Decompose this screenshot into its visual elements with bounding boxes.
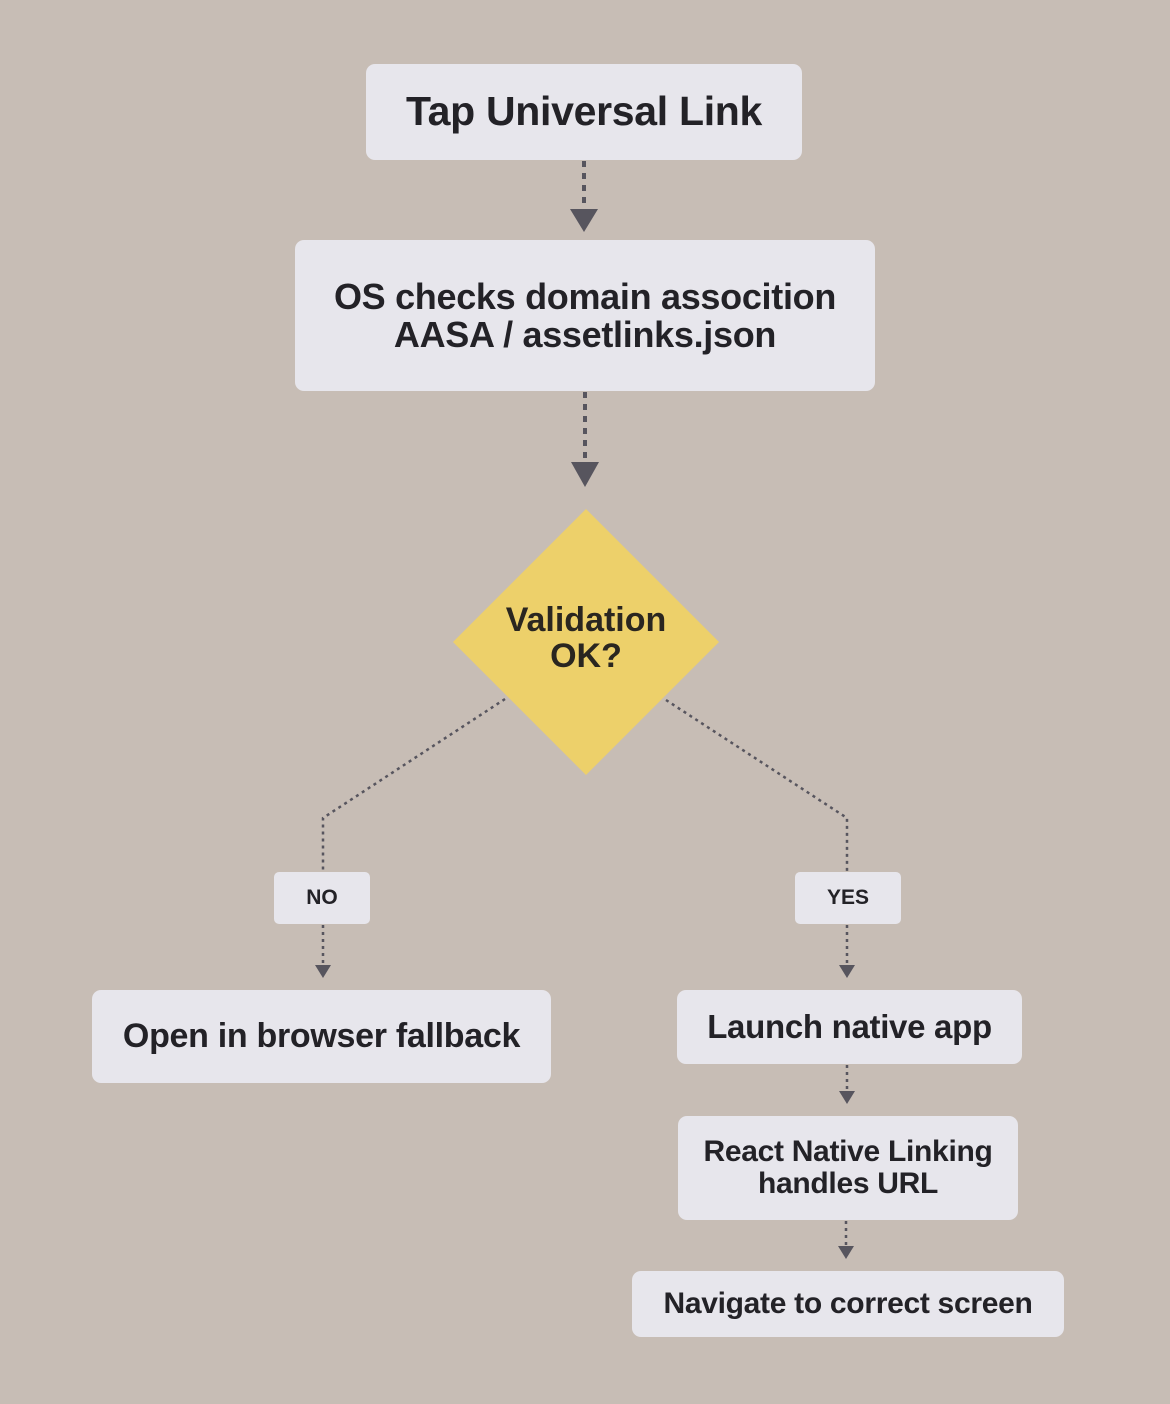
node-open-in-browser-fallback: Open in browser fallback — [92, 990, 551, 1083]
arrowhead-icon — [315, 965, 331, 978]
edge-decision-to-yes — [665, 698, 849, 872]
decision-validation-ok: Validation OK? — [453, 509, 719, 775]
node-navigate-to-screen: Navigate to correct screen — [632, 1271, 1064, 1337]
arrowhead-icon — [838, 1246, 854, 1259]
edge-decision-to-no — [321, 697, 506, 872]
arrowhead-icon — [839, 965, 855, 978]
node-os-checks-domain: OS checks domain assocition AASA / asset… — [295, 240, 875, 391]
arrowhead-icon — [571, 462, 599, 487]
branch-label-no: NO — [274, 872, 370, 924]
decision-label: Validation OK? — [505, 601, 667, 675]
arrowhead-icon — [570, 209, 598, 232]
node-tap-universal-link: Tap Universal Link — [366, 64, 802, 160]
diamond-shape — [453, 509, 719, 775]
node-react-native-linking: React Native Linking handles URL — [678, 1116, 1018, 1220]
node-launch-native-app: Launch native app — [677, 990, 1022, 1064]
branch-label-yes: YES — [795, 872, 901, 924]
arrowhead-icon — [839, 1091, 855, 1104]
